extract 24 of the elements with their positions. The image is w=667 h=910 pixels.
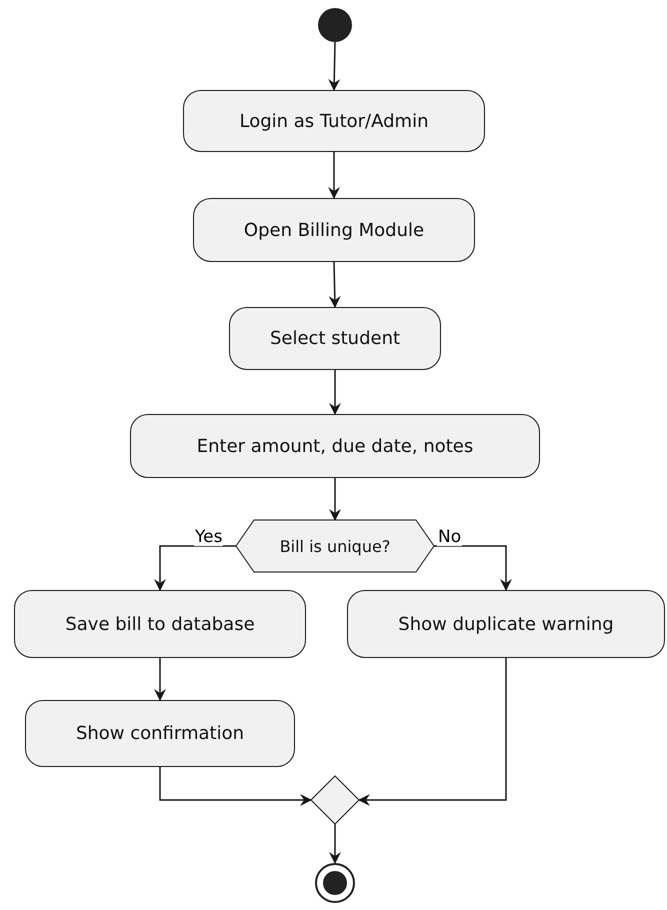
action-box: Show confirmation bbox=[25, 700, 295, 767]
action-box: Show duplicate warning bbox=[347, 590, 665, 658]
action-box: Enter amount, due date, notes bbox=[130, 414, 540, 478]
arrow bbox=[328, 262, 341, 308]
edge-label: No bbox=[437, 528, 462, 546]
action-box: Login as Tutor/Admin bbox=[183, 90, 485, 152]
arrow bbox=[434, 545, 512, 591]
arrow bbox=[329, 370, 341, 415]
arrow bbox=[154, 545, 236, 591]
merge-diamond bbox=[311, 776, 359, 824]
edge-label: Yes bbox=[194, 528, 224, 546]
action-box: Open Billing Module bbox=[193, 198, 475, 262]
arrow bbox=[329, 478, 341, 521]
action-box: Select student bbox=[229, 307, 441, 370]
arrow bbox=[154, 658, 166, 701]
arrow bbox=[328, 152, 340, 199]
decision-diamond: Bill is unique? bbox=[236, 520, 434, 572]
arrow bbox=[329, 824, 341, 864]
arrow bbox=[358, 658, 507, 806]
arrow bbox=[328, 42, 340, 91]
action-box: Save bill to database bbox=[14, 590, 306, 658]
end-node bbox=[315, 863, 355, 903]
start-node bbox=[318, 8, 352, 42]
arrow bbox=[159, 767, 312, 806]
